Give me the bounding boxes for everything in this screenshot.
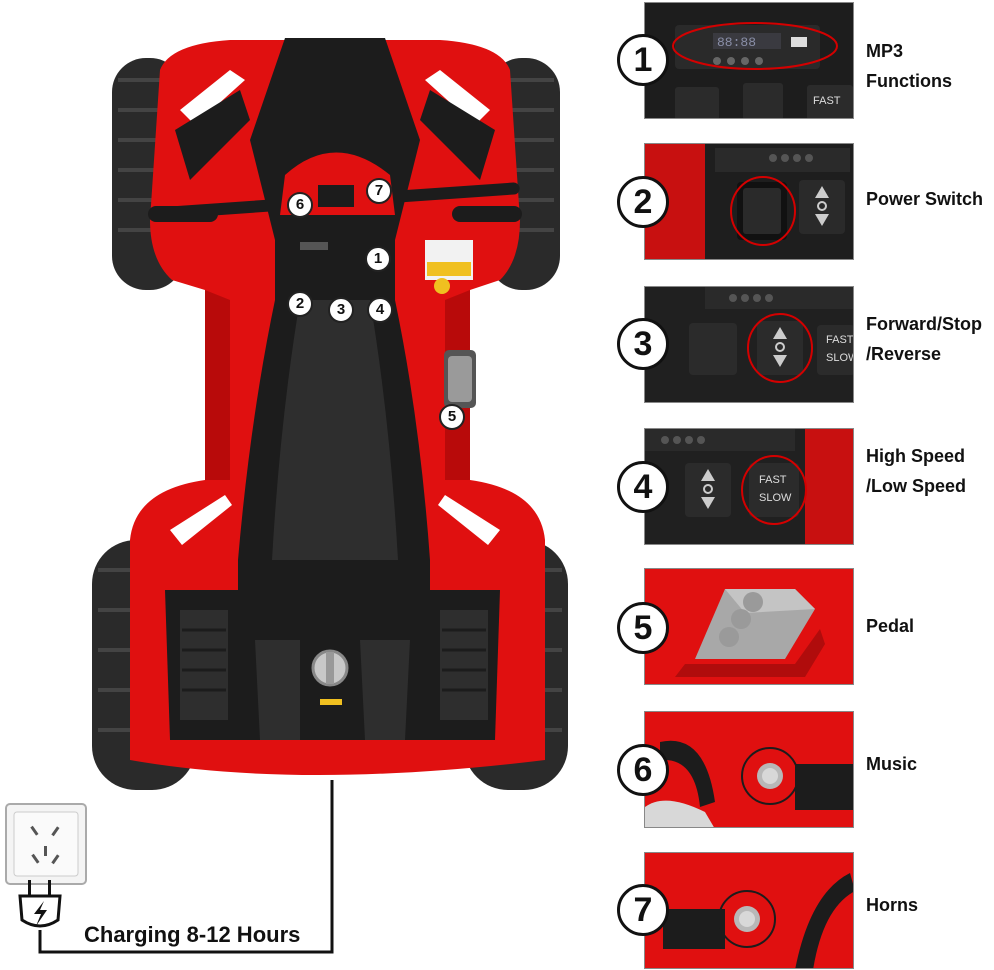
callout-1: 1: [365, 246, 391, 272]
feature-5-number: 5: [617, 602, 669, 654]
slow-label-3: SLOW: [826, 352, 854, 364]
power-plug-icon: [18, 880, 62, 928]
feature-7-number: 7: [617, 884, 669, 936]
detail-panel-speed-switch: FAST SLOW: [644, 428, 854, 545]
fast-label-3: FAST: [826, 334, 854, 346]
feature-4-label: High Speed/Low Speed: [866, 446, 967, 496]
callout-4: 4: [367, 297, 393, 323]
fast-label: FAST: [813, 95, 841, 107]
atv-top-view-illustration: [92, 38, 568, 790]
detail-panel-pedal: [644, 568, 854, 685]
callout-6: 6: [287, 192, 313, 218]
fast-label-4: FAST: [759, 474, 787, 486]
feature-5-label: Pedal: [866, 616, 915, 636]
feature-4-number: 4: [617, 461, 669, 513]
svg-text:88:88: 88:88: [717, 35, 756, 50]
detail-panel-power-switch: [644, 143, 854, 260]
slow-label-4: SLOW: [759, 492, 792, 504]
detail-panel-music-button: [644, 711, 854, 828]
detail-panel-direction-switch: FAST SLOW: [644, 286, 854, 403]
feature-7-label: Horns: [866, 895, 919, 915]
callout-3: 3: [328, 297, 354, 323]
callout-2: 2: [287, 291, 313, 317]
detail-panel-mp3: 88:88 FAST: [644, 2, 854, 119]
feature-1-number: 1: [617, 34, 669, 86]
detail-panel-horn-button: [644, 852, 854, 969]
feature-3-label: Forward/Stop/Reverse: [866, 314, 982, 364]
feature-6-number: 6: [617, 744, 669, 796]
feature-2-number: 2: [617, 176, 669, 228]
charging-illustration: [5, 780, 334, 954]
feature-3-number: 3: [617, 318, 669, 370]
callout-5: 5: [439, 404, 465, 430]
charging-time-label: Charging 8-12 Hours: [84, 922, 301, 947]
callout-7: 7: [366, 178, 392, 204]
feature-6-label: Music: [866, 754, 918, 774]
feature-2-label: Power Switch: [866, 189, 984, 209]
wall-outlet-icon: [5, 803, 87, 885]
